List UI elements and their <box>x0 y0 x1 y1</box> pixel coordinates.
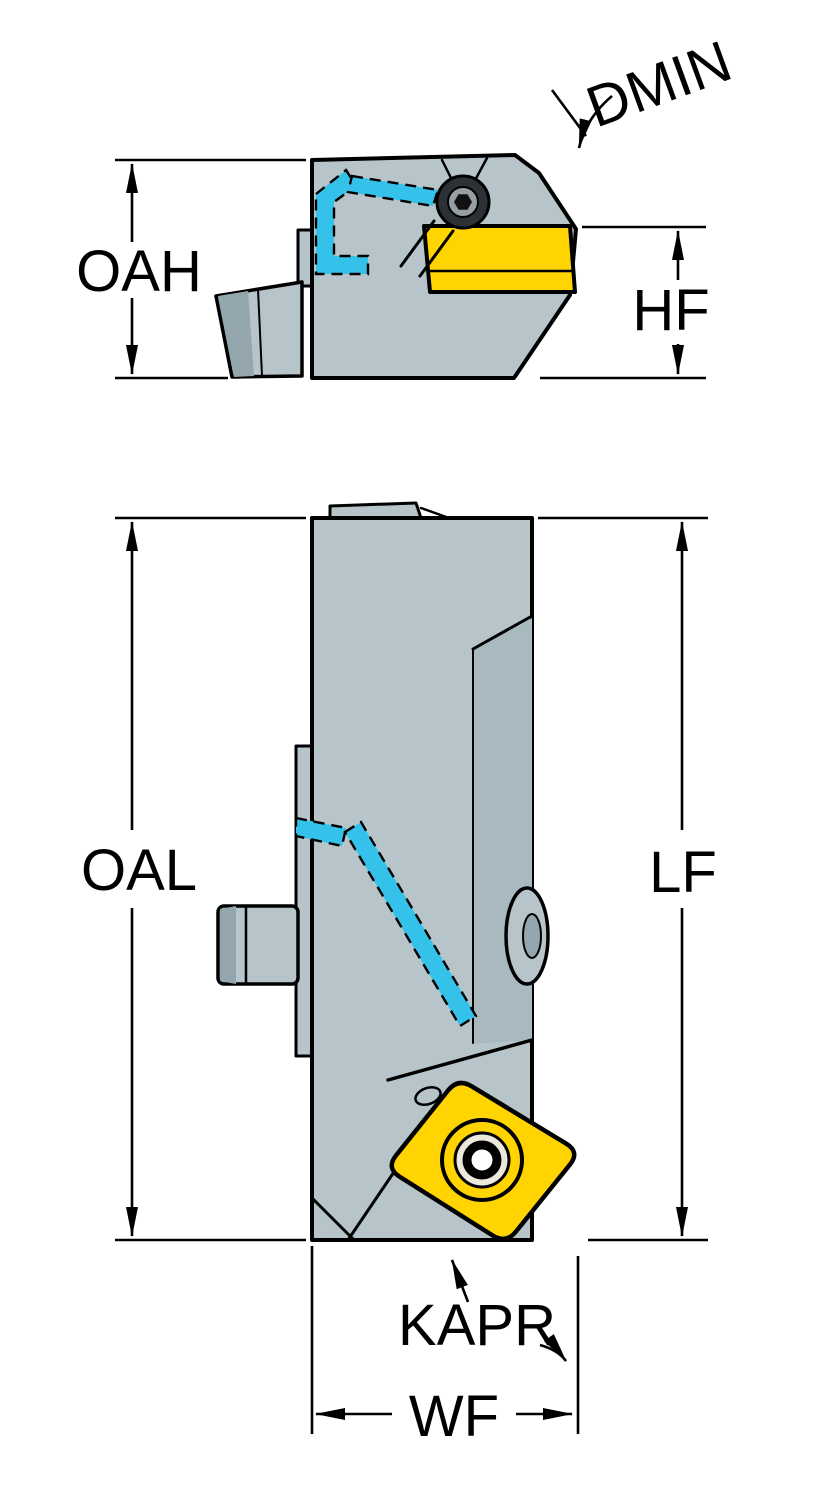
front-bottom-chamfer-line <box>310 1196 356 1242</box>
dmin-label: DMIN <box>578 28 739 140</box>
front-side-boss-core <box>522 913 542 959</box>
dim-dmin: DMIN <box>550 28 740 149</box>
tool-side-view <box>214 153 578 380</box>
dim-wf: WF <box>310 1246 580 1449</box>
screw-hex-socket-icon <box>454 194 472 210</box>
oah-label: OAH <box>76 239 202 304</box>
dmin-leader-slash <box>550 89 588 137</box>
pocket-pin-hole <box>414 1086 442 1106</box>
front-left-rail <box>294 744 314 1058</box>
front-shank-stub <box>216 904 300 986</box>
screw-shaft-line <box>418 229 455 278</box>
insert-screw-socket <box>462 1140 502 1180</box>
front-top-tab <box>328 501 423 520</box>
dim-lf: LF <box>538 516 717 1242</box>
front-body-contour-slant <box>471 614 534 651</box>
screw-shaft-line <box>399 219 436 268</box>
dim-oal: OAL <box>81 516 306 1242</box>
oal-label: OAL <box>81 838 197 903</box>
clamp-screw-side <box>399 156 491 278</box>
pocket-edge-line <box>346 1170 396 1242</box>
insert-screw-outer-ring <box>440 1118 524 1202</box>
dmin-leader-arrow <box>577 95 613 149</box>
coolant-channel-horizontal <box>346 174 440 208</box>
dim-hf: HF <box>540 225 710 380</box>
side-shank-stub-shading <box>218 291 254 377</box>
pocket-slant-line <box>386 1038 534 1082</box>
lf-label: LF <box>649 840 717 905</box>
front-top-chamfer-line <box>419 506 451 520</box>
hf-label: HF <box>632 278 709 343</box>
kapr-arrow-to-edge <box>450 1259 470 1303</box>
side-insert <box>422 224 577 294</box>
front-shank-stub-shading <box>220 906 236 984</box>
dim-oah: OAH <box>76 158 306 380</box>
coolant-channel-front-diagonal <box>343 820 478 1028</box>
insert-screw-front <box>440 1118 524 1202</box>
side-step-plate <box>296 228 314 288</box>
side-shank-stub-edge <box>257 288 263 377</box>
kapr-arrow-to-line <box>539 1334 568 1362</box>
dimensions: OAH HF DMIN OAL <box>76 28 740 1449</box>
kapr-label: KAPR <box>398 1293 556 1358</box>
dim-kapr: KAPR <box>398 1259 568 1362</box>
coolant-channel-elbow <box>314 168 370 276</box>
wf-label: WF <box>409 1384 499 1449</box>
coolant-channel-front-inlet <box>294 816 348 848</box>
tool-front-view <box>216 501 577 1242</box>
